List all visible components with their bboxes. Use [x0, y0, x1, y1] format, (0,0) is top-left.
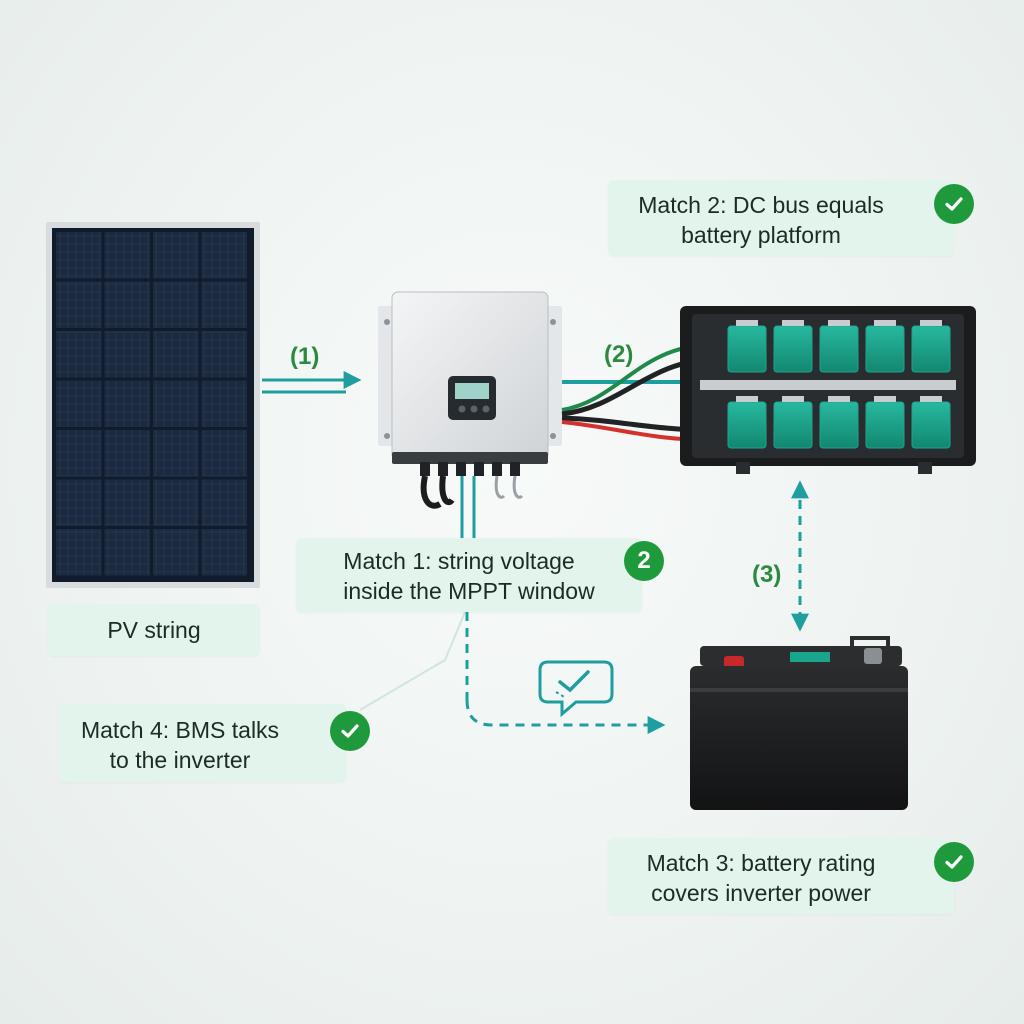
check-circle-icon [934, 842, 974, 882]
match-4-line-1: Match 4: BMS talks [80, 717, 280, 743]
faint-connector-line [359, 599, 471, 711]
step-1-label: (1) [290, 343, 319, 370]
pv-cell [153, 430, 199, 477]
pv-cell [153, 232, 199, 279]
match-2-callout: Match 2: DC bus equals battery platform [608, 180, 954, 256]
pv-cell [104, 430, 150, 477]
pv-string-label: PV string [48, 604, 260, 656]
pv-cell [201, 232, 247, 279]
solar-panel [46, 222, 260, 588]
match-3-callout: Match 3: battery rating covers inverter … [608, 838, 954, 914]
pv-cell [56, 529, 102, 576]
pv-cell [104, 281, 150, 328]
match-3-line-2: covers inverter power [651, 880, 871, 906]
arrow-pv-to-inverter [262, 371, 362, 394]
match-4-line-2: to the inverter [109, 747, 251, 773]
pv-cell [201, 380, 247, 427]
pack-cell [865, 396, 905, 449]
pv-cell [201, 281, 247, 328]
match-1-line-2: inside the MPPT window [343, 578, 595, 604]
dashed-bms-arrow [465, 699, 666, 734]
pv-cell [201, 430, 247, 477]
battery-pack [680, 306, 976, 474]
pv-cell [153, 380, 199, 427]
pv-cell [104, 232, 150, 279]
pv-cell [56, 430, 102, 477]
match-2-line-2: battery platform [681, 222, 841, 248]
inverter [378, 291, 562, 509]
pack-cell [773, 320, 813, 373]
pv-cell [153, 529, 199, 576]
match-3-line-1: Match 3: battery rating [646, 850, 876, 876]
pv-cell [153, 479, 199, 526]
battery-icon [690, 666, 908, 810]
match-1-number-badge: 2 [624, 541, 664, 581]
pv-cell [104, 479, 150, 526]
pv-cell [201, 479, 247, 526]
solar-panel-icon [56, 232, 247, 576]
pv-string-text: PV string [107, 617, 201, 643]
check-circle-icon [934, 184, 974, 224]
pv-cell [201, 529, 247, 576]
step-3-label: (3) [752, 561, 781, 588]
match-2-line-1: Match 2: DC bus equals [638, 192, 884, 218]
pv-cell [104, 331, 150, 378]
pack-cell [773, 396, 813, 449]
pack-cell [911, 320, 951, 373]
pv-cell [56, 331, 102, 378]
pv-cell [56, 479, 102, 526]
pv-cell [104, 529, 150, 576]
pv-cell [56, 281, 102, 328]
pv-cell [153, 281, 199, 328]
chat-check-icon [538, 660, 614, 718]
pack-cell [819, 396, 859, 449]
pack-cell [727, 396, 767, 449]
pv-cell [201, 331, 247, 378]
check-circle-icon [330, 711, 370, 751]
pv-cell [56, 232, 102, 279]
pack-cell [911, 396, 951, 449]
pack-cell [865, 320, 905, 373]
pack-cell [819, 320, 859, 373]
battery [690, 636, 908, 810]
pv-cell [153, 331, 199, 378]
pack-cell [727, 320, 767, 373]
match-1-line-1: Match 1: string voltage [343, 548, 575, 574]
match-4-callout: Match 4: BMS talks to the inverter [58, 704, 346, 782]
pv-cell [56, 380, 102, 427]
match-1-callout: Match 1: string voltage inside the MPPT … [296, 538, 642, 612]
pv-cell [104, 380, 150, 427]
step-2-label: (2) [604, 341, 633, 368]
